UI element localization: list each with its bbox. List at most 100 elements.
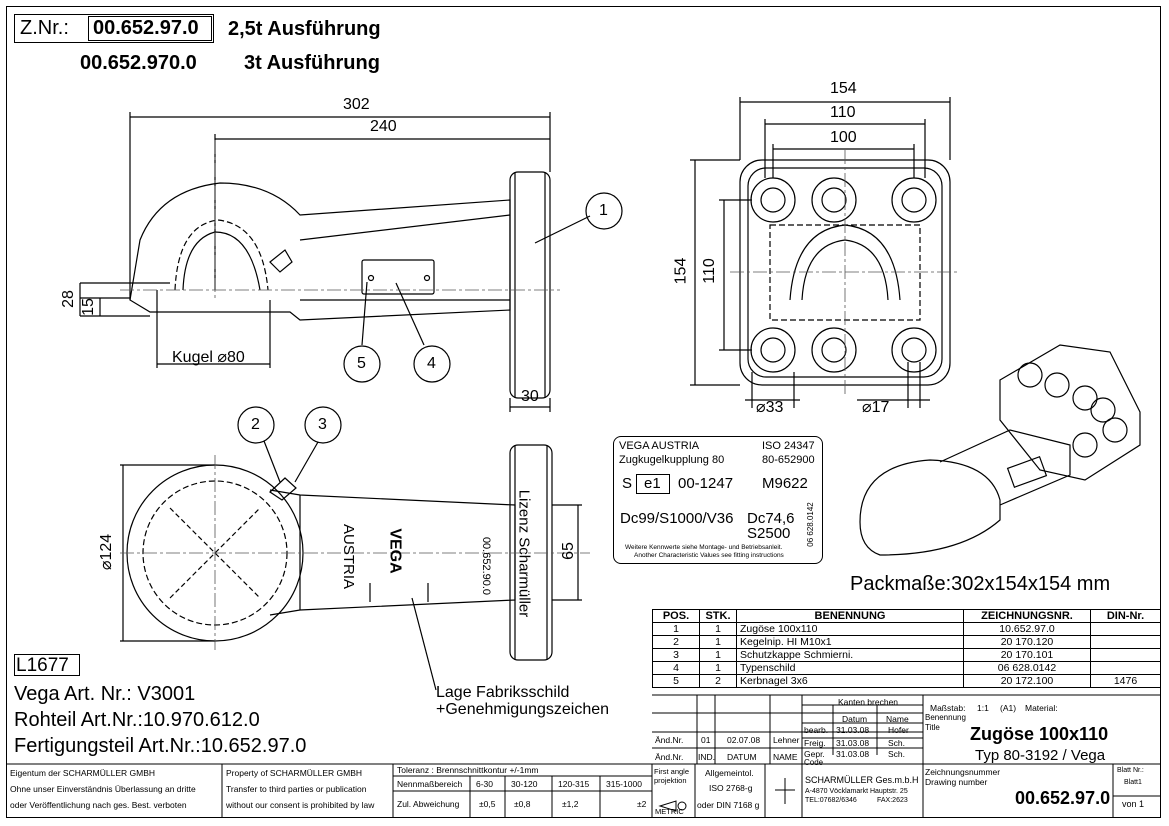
range-2: 30-120 (511, 779, 538, 789)
balloon-1: 1 (599, 202, 608, 219)
fertigungsteil-art-nr: Fertigungsteil Art.Nr.:10.652.97.0 (14, 735, 307, 757)
aend-name: Lehner (773, 735, 800, 745)
nameplate (613, 436, 823, 564)
metric: METRIC (655, 807, 684, 816)
drawing-title: Zugöse 100x110 (970, 724, 1109, 744)
nameplate-s2500: S2500 (747, 525, 791, 542)
drawing-number-label: Drawing number (925, 777, 988, 787)
name-label: NAME (773, 752, 798, 762)
blatt-value: Blatt1 (1124, 779, 1142, 786)
title-label: Title (925, 723, 940, 732)
dim-154-top: 154 (830, 80, 857, 97)
gepr-label: Gepr. (804, 749, 825, 759)
dev-1: ±0,5 (479, 799, 496, 809)
nameplate-e1-box (636, 474, 670, 494)
benennung-cell: Kegelnip. HI M10x1 (736, 635, 964, 649)
balloon-2: 2 (251, 416, 260, 433)
datum-label: DATUM (727, 752, 757, 762)
nameplate-dc-left: Dc99/S1000/V36 (620, 510, 734, 527)
table-row: 1 1 Zugöse 100x110 10.652.97.0 (652, 622, 1161, 636)
nameplate-approval: 00-1247 (678, 475, 734, 492)
zeichnungsnr-cell: 20 170.101 (963, 648, 1091, 662)
vega-art-nr: Vega Art. Nr.: V3001 (14, 683, 196, 705)
col-din: DIN-Nr. (1090, 609, 1161, 623)
aend-nr-label-2: Änd.Nr. (655, 752, 684, 762)
zeichnungsnr-cell: 10.652.97.0 (963, 622, 1091, 636)
aend-date: 02.07.08 (727, 735, 761, 745)
nennmass-label: Nennmaßbereich (397, 779, 463, 789)
company-address: A-4870 Vöcklamarkt Hauptstr. 25 (805, 788, 908, 795)
freig-date: 31.03.08 (836, 738, 870, 748)
datum-header: Datum (842, 714, 868, 724)
ownership-line-2: Ohne unser Einverständnis Überlassung an… (10, 784, 196, 794)
znr-box (14, 14, 214, 43)
nameplate-note2: Another Characteristic Values see fittin… (634, 552, 784, 559)
company-fax: FAX:2623 (877, 797, 908, 804)
zeichnungsnummer-label: Zeichnungsnummer (925, 767, 1001, 777)
balloon-5: 5 (357, 355, 366, 372)
table-row: 2 1 Kegelnip. HI M10x1 20 170.120 (652, 635, 1161, 649)
benennung-cell: Kerbnagel 3x6 (736, 674, 964, 688)
dim-30: 30 (521, 388, 539, 405)
variant-2-5t: 2,5t Ausführung (228, 18, 381, 40)
freig-label: Freig. (804, 738, 826, 748)
dim-33: ⌀33 (756, 399, 784, 416)
iso-2768: ISO 2768-g (709, 783, 753, 793)
material-label: Material: (1025, 703, 1058, 713)
ind-label: IND. (698, 752, 715, 762)
dev-4: ±2 (637, 799, 647, 809)
nameplate-e1: e1 (644, 475, 661, 492)
dim-110-top: 110 (830, 104, 856, 121)
aend-nr-label-1: Änd.Nr. (655, 735, 684, 745)
balloon-3: 3 (318, 416, 327, 433)
benennung-cell: Zugöse 100x110 (736, 622, 964, 636)
genehmigungszeichen: +Genehmigungszeichen (436, 701, 610, 718)
rohteil-art-nr: Rohteil Art.Nr.:10.970.612.0 (14, 709, 260, 731)
bearb-name: Hofer (888, 725, 909, 735)
nameplate-line1-left: VEGA AUSTRIA (619, 440, 700, 452)
allgemeintol: Allgemeintol. (705, 768, 754, 778)
range-1: 6-30 (476, 779, 494, 789)
nameplate-line1-right: ISO 24347 (762, 440, 815, 452)
packmasse: Packmaße:302x154x154 mm (850, 573, 1111, 595)
dim-240: 240 (370, 118, 397, 135)
aend-01: 01 (701, 735, 711, 745)
massstab-label: Maßstab: (930, 703, 966, 713)
drawing-number: 00.652.97.0 (1015, 788, 1111, 808)
range-3: 120-315 (558, 779, 590, 789)
von-label: von 1 (1122, 799, 1145, 809)
znr-value: 00.652.97.0 (93, 17, 199, 39)
dev-3: ±1,2 (562, 799, 579, 809)
parts-table: POS. STK. BENENNUNG ZEICHNUNGSNR. DIN-Nr… (652, 609, 1161, 688)
gepr-name: Sch. (888, 749, 906, 759)
sheet-size: (A1) (1000, 703, 1017, 713)
nameplate-s: S (622, 475, 633, 492)
property-line-1: Property of SCHARMÜLLER GMBH (226, 768, 363, 778)
blatt-nr-label: Blatt Nr.: (1117, 767, 1144, 774)
nameplate-note1: Weitere Kennwerte siehe Montage- und Bet… (625, 544, 783, 551)
kanten-brechen: Kanten brechen (838, 697, 899, 707)
nameplate-line2-left: Zugkugelkupplung 80 (619, 454, 725, 466)
name-header: Name (886, 714, 909, 724)
dim-100: 100 (830, 129, 857, 146)
company-name: SCHARMÜLLER Ges.m.b.H (805, 775, 919, 785)
znr-value-box (88, 16, 212, 41)
dev-2: ±0,8 (514, 799, 531, 809)
projektion: projektion (654, 776, 687, 785)
tolerance-title: Toleranz : Brennschnittkontur +/-1mm (397, 765, 539, 775)
din-7168: oder DIN 7168 g (697, 800, 760, 810)
bearb-label: bearb. (804, 725, 829, 735)
nameplate-line2-right: 80-652900 (762, 454, 815, 466)
variant-3t: 3t Ausführung (244, 52, 380, 74)
table-row: 5 2 Kerbnagel 3x6 20 172.100 1476 (652, 674, 1161, 688)
zul-abweichung-label: Zul. Abweichung (397, 799, 460, 809)
dim-kugel: Kugel ⌀80 (172, 349, 245, 366)
din-cell: 1476 (1090, 674, 1161, 688)
ownership-line-1: Eigentum der SCHARMÜLLER GMBH (10, 768, 156, 778)
company-tel: TEL:07682/6346 (805, 797, 857, 804)
ownership-line-3: oder Veröffentlichung nach ges. Best. ve… (10, 800, 187, 810)
nameplate-dc-right: Dc74,6 (747, 510, 795, 527)
gepr-date: 31.03.08 (836, 749, 870, 759)
